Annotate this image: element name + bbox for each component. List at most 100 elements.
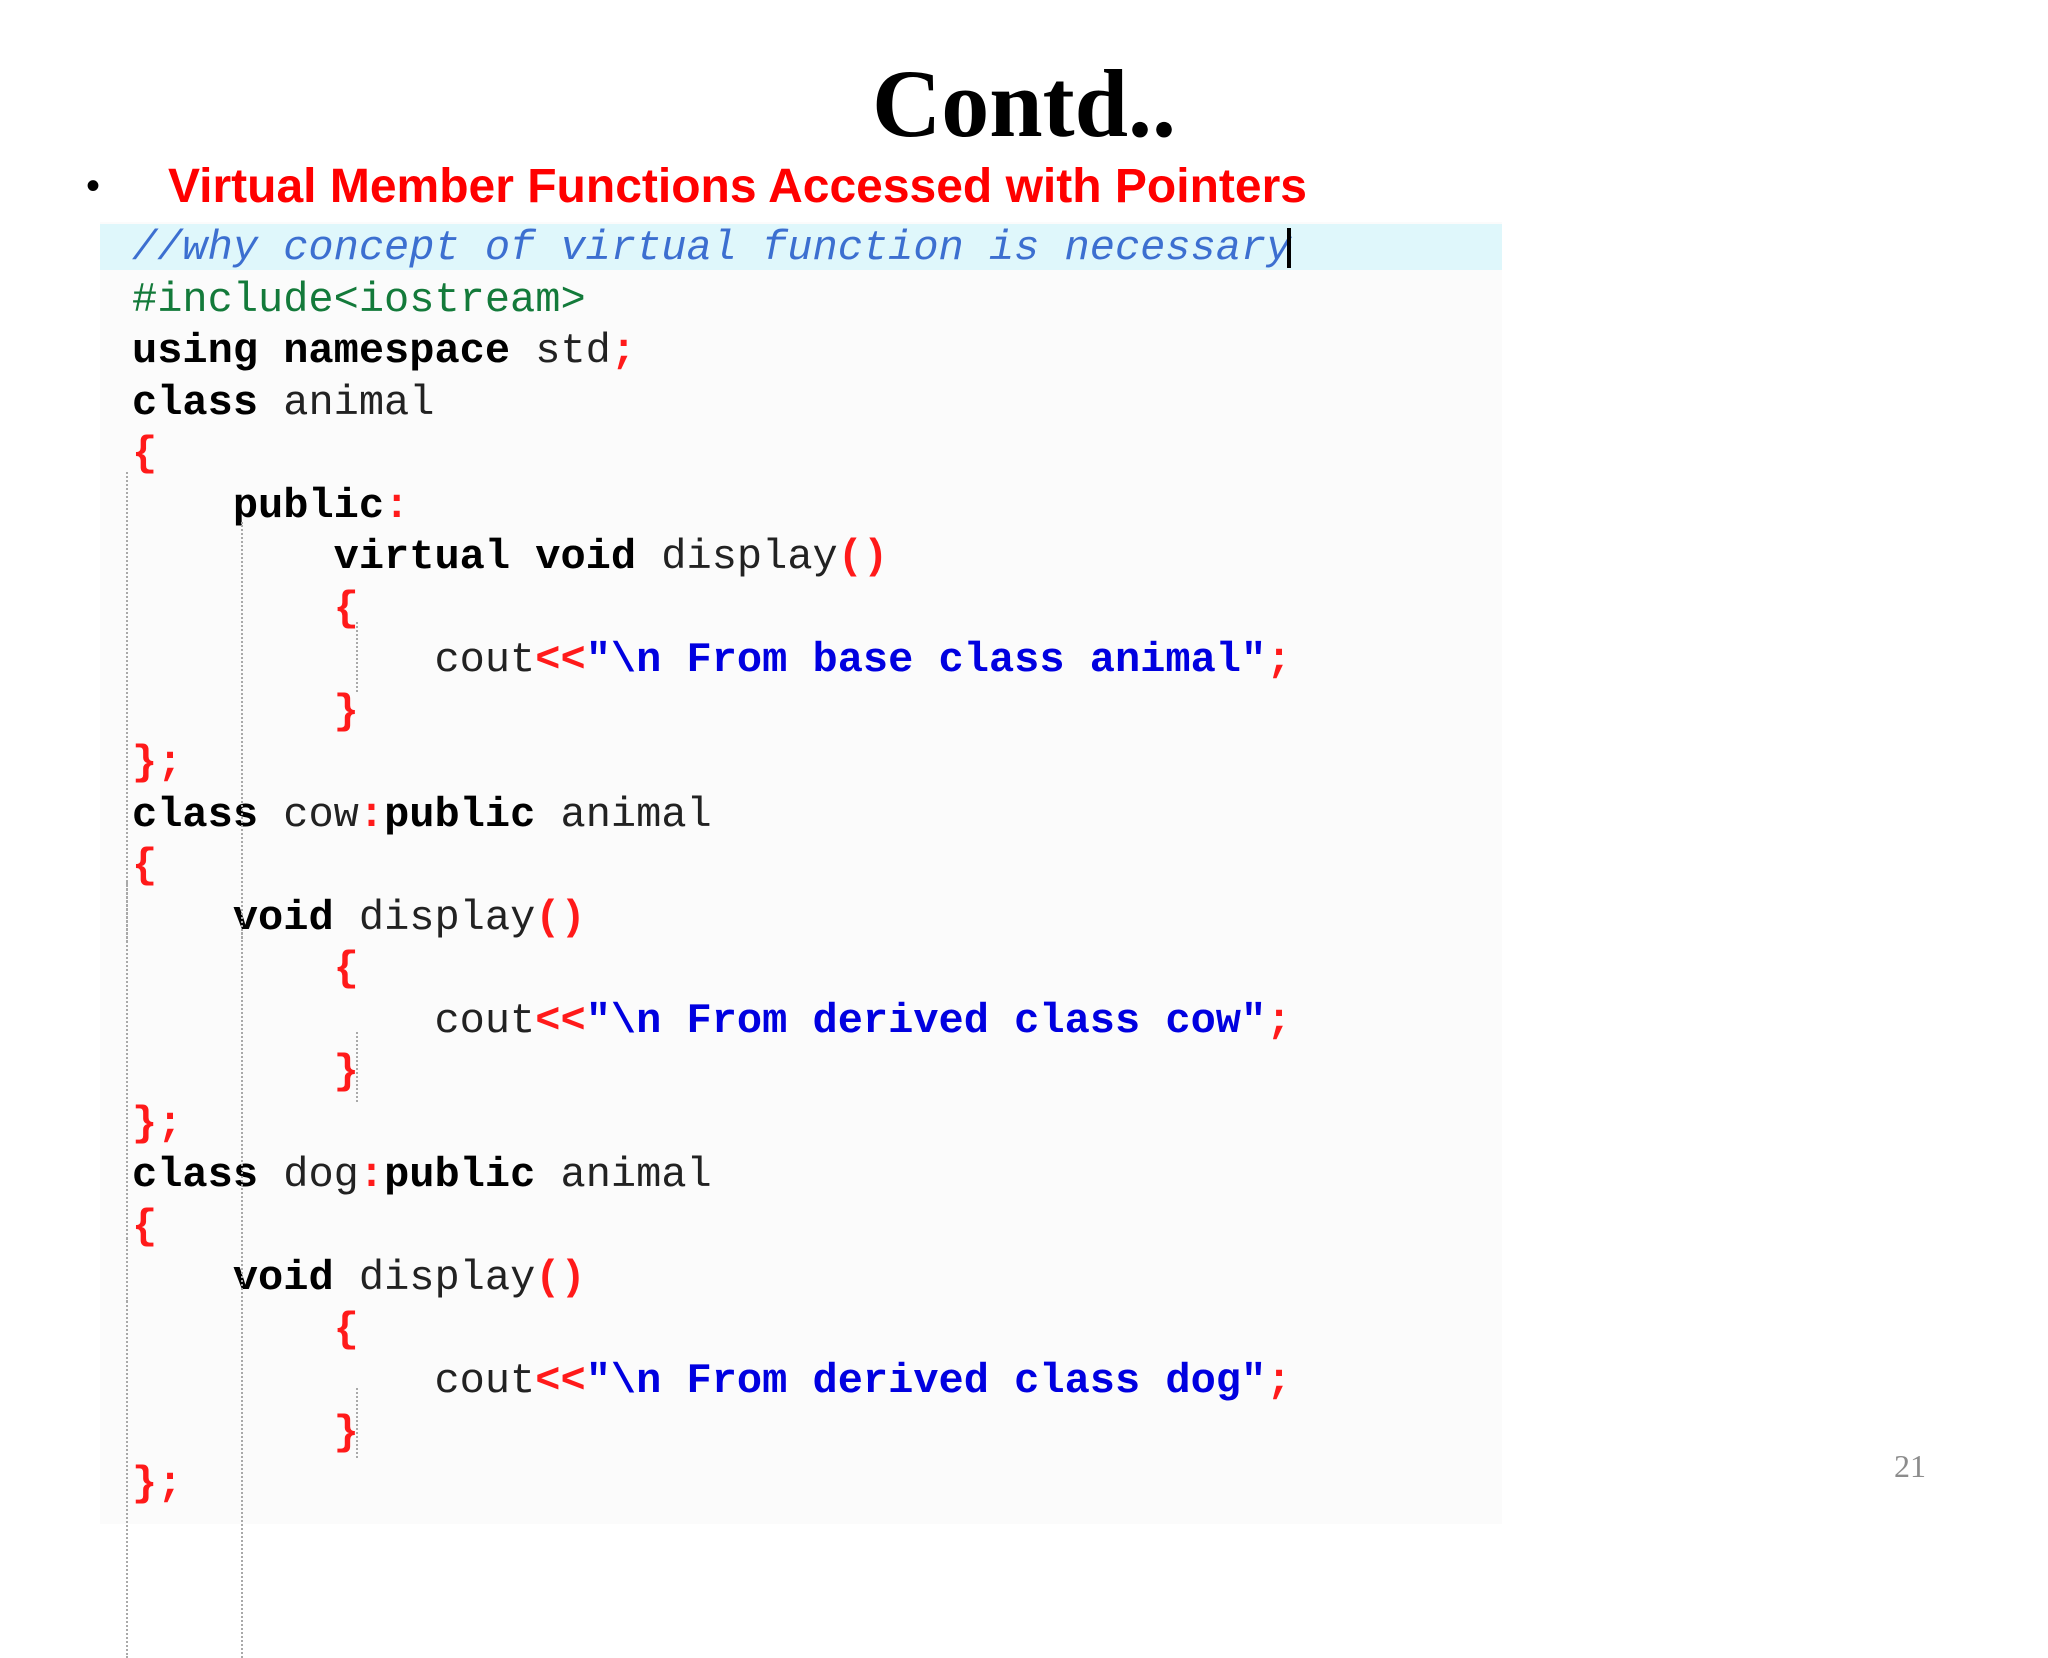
code-line: { <box>132 1201 157 1253</box>
indent-guide <box>356 1388 358 1458</box>
code-token: "\n From base class animal" <box>585 636 1267 684</box>
code-line: { <box>132 943 359 995</box>
code-token: display <box>333 893 536 942</box>
code-token: dog <box>258 1151 359 1199</box>
code-token: ; <box>610 327 637 375</box>
indent-guide <box>241 1288 243 1658</box>
code-token: class <box>132 378 259 427</box>
code-token <box>132 1254 233 1302</box>
code-line: using namespace std; <box>132 325 636 377</box>
code-token <box>132 894 233 942</box>
code-line: public: <box>132 480 409 532</box>
indent-guide <box>356 622 358 692</box>
code-line: { <box>132 1304 359 1356</box>
indent-guide <box>126 472 128 942</box>
code-token: ; <box>1266 1357 1292 1405</box>
code-line: cout<<"\n From base class animal"; <box>132 634 1291 686</box>
code-token: << <box>535 636 586 684</box>
code-token: { <box>132 842 158 890</box>
indent-guide <box>126 882 128 1302</box>
page-number: 21 <box>1894 1448 1926 1484</box>
code-line: void display() <box>132 892 586 944</box>
code-line: { <box>132 428 157 480</box>
code-token: : <box>384 481 410 530</box>
code-token <box>132 688 334 736</box>
code-token: cow <box>258 790 359 839</box>
comment-line-highlight <box>100 224 1502 270</box>
code-token: "\n From derived class dog" <box>585 1357 1267 1405</box>
code-token: } <box>333 687 359 736</box>
code-token: std <box>510 327 611 375</box>
code-token: display <box>333 1254 536 1302</box>
code-line: { <box>132 840 157 892</box>
indent-guide <box>241 932 243 1302</box>
code-line: } <box>132 1407 359 1459</box>
code-token <box>132 1409 334 1457</box>
code-line: //why concept of virtual function is nec… <box>132 222 1292 274</box>
code-token: { <box>132 1202 158 1251</box>
code-token: display <box>636 533 838 581</box>
code-line: }; <box>132 737 182 789</box>
code-token: { <box>132 430 158 478</box>
bullet-dot-icon: • <box>86 163 101 208</box>
code-token <box>132 945 334 993</box>
code-token: cout <box>132 636 536 684</box>
code-token: { <box>333 945 359 993</box>
text-caret <box>1287 227 1292 268</box>
code-line: class dog:public animal <box>132 1149 712 1201</box>
code-line: void display() <box>132 1252 586 1304</box>
slide-title: Contd.. <box>871 50 1177 157</box>
code-token: : <box>358 790 385 839</box>
code-token: << <box>535 996 586 1045</box>
code-token: << <box>535 1357 586 1405</box>
code-token: () <box>837 533 889 581</box>
code-token: animal <box>535 1151 712 1199</box>
code-token: void <box>232 893 334 942</box>
code-token: using namespace <box>132 327 511 375</box>
code-token: //why concept of virtual function is nec… <box>132 224 1292 272</box>
code-token: } <box>333 1048 359 1096</box>
code-token: } <box>333 1408 359 1457</box>
code-token: : <box>358 1151 385 1199</box>
code-token: }; <box>132 1460 183 1508</box>
code-screenshot: //why concept of virtual function is nec… <box>100 222 1502 1658</box>
code-token <box>132 533 334 581</box>
code-token: class <box>132 790 259 839</box>
code-line: virtual void display() <box>132 531 889 583</box>
code-token: ; <box>1266 996 1292 1045</box>
code-token <box>132 585 334 633</box>
code-token <box>132 1048 334 1096</box>
code-token: public <box>232 481 385 530</box>
bullet-heading: Virtual Member Functions Accessed with P… <box>168 159 1307 213</box>
code-line: #include<iostream> <box>132 274 586 326</box>
indent-guide <box>356 1032 358 1102</box>
code-token: "\n From derived class cow" <box>585 996 1267 1045</box>
code-token: { <box>333 584 359 633</box>
code-line: } <box>132 1046 359 1098</box>
code-line: cout<<"\n From derived class cow"; <box>132 995 1291 1047</box>
code-token <box>132 482 233 530</box>
code-token: () <box>535 893 586 942</box>
bullet-item: • Virtual Member Functions Accessed with… <box>86 150 1307 222</box>
code-line: class cow:public animal <box>132 789 712 841</box>
code-token: virtual void <box>333 533 637 581</box>
code-token: cout <box>132 996 536 1045</box>
code-token: public <box>384 790 536 839</box>
code-token <box>132 1306 334 1354</box>
code-token: }; <box>132 1099 183 1148</box>
code-line: class animal <box>132 377 434 429</box>
code-line: }; <box>132 1458 182 1510</box>
code-line: { <box>132 583 359 635</box>
code-token: animal <box>535 790 712 839</box>
code-token: void <box>232 1254 334 1302</box>
code-token: public <box>384 1151 536 1199</box>
code-token: () <box>535 1254 586 1302</box>
code-token: animal <box>258 378 435 427</box>
code-token: { <box>333 1305 359 1354</box>
code-token: cout <box>132 1357 536 1405</box>
code-line: } <box>132 686 359 738</box>
indent-guide <box>241 522 243 942</box>
code-token: class <box>132 1151 259 1199</box>
code-token: }; <box>132 739 183 787</box>
code-line: }; <box>132 1098 182 1150</box>
